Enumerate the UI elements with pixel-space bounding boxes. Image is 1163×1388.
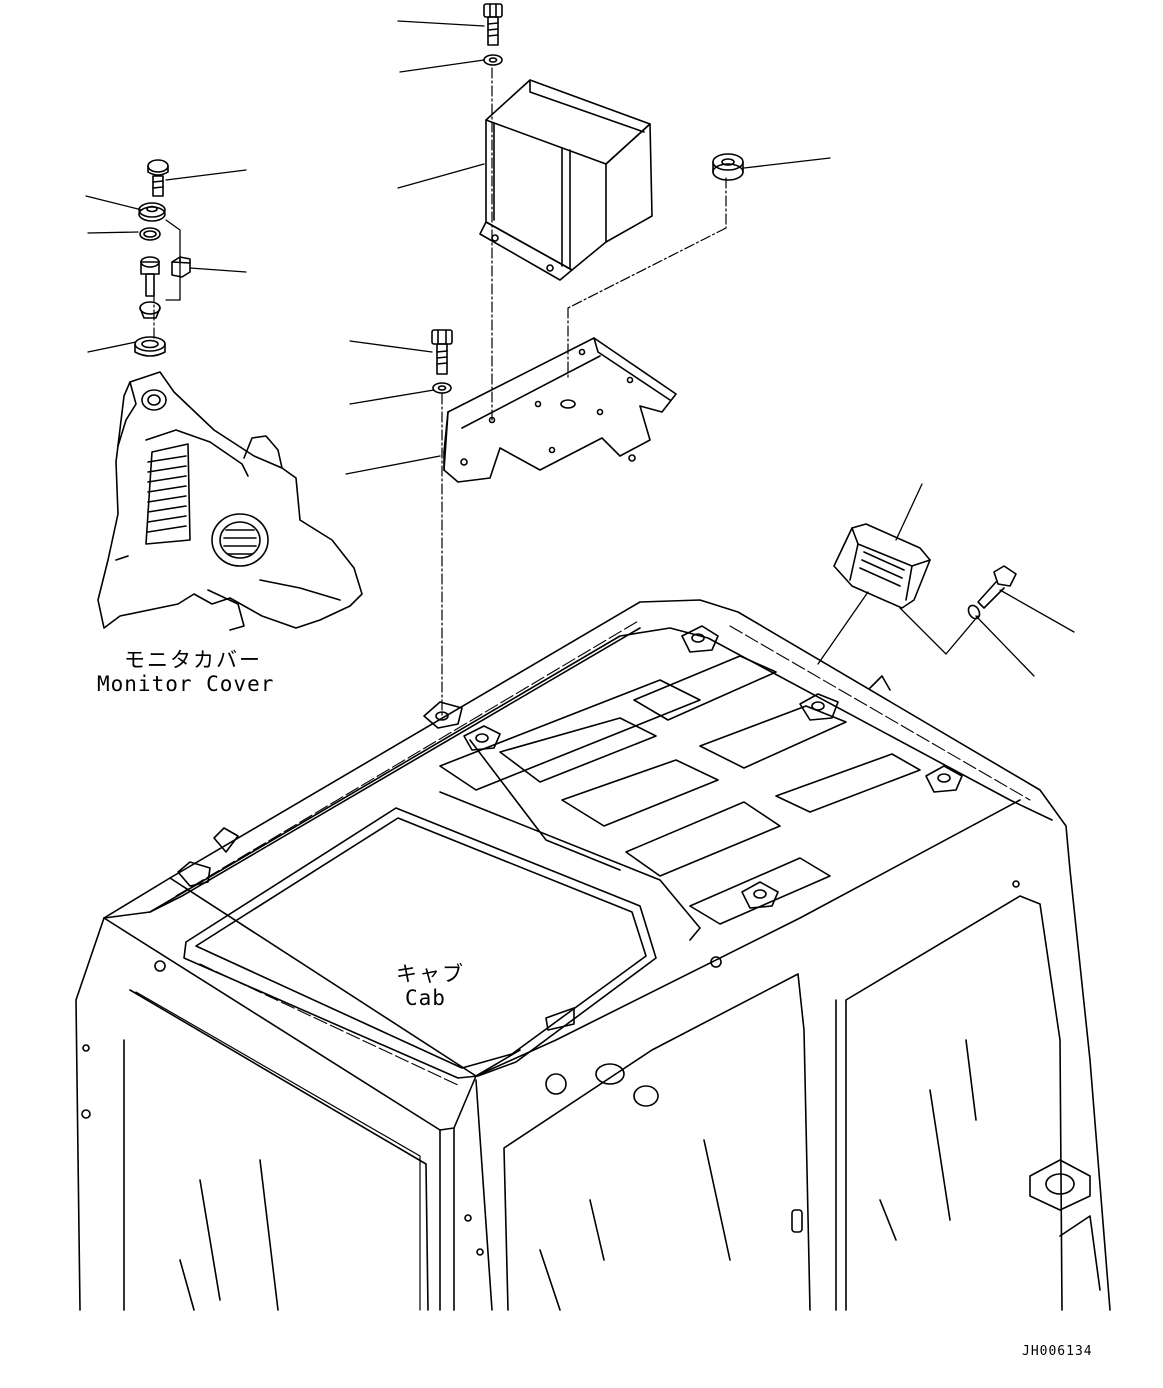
alignment-lines: [153, 67, 727, 717]
cab-label-en: Cab: [405, 986, 446, 1010]
cover-grommet-icon: [134, 336, 166, 357]
top-washer-icon: [483, 54, 503, 66]
monitor-cover-label-en: Monitor Cover: [97, 672, 275, 696]
document-id: JH006134: [1022, 1344, 1093, 1359]
cab-label-jp: キャブ: [396, 962, 465, 986]
screw-icon: [147, 159, 169, 197]
monitor-cover-label-jp: モニタカバー: [124, 648, 262, 672]
mounting-bracket-icon: [443, 337, 677, 483]
cab-icon: [75, 599, 1111, 1311]
monitor-cover-icon: [97, 371, 363, 631]
bracket-washer-icon: [432, 382, 452, 394]
o-ring-icon: [139, 227, 161, 241]
cab-mount-pads: [423, 625, 963, 909]
work-lamp-icon: [833, 523, 931, 609]
flange-washer-icon: [138, 202, 166, 222]
box-cover-icon: [479, 79, 653, 281]
grommet-icon: [712, 153, 744, 181]
lamp-washer-icon: [967, 604, 981, 620]
connector-lines: [165, 219, 979, 665]
nut-icon: [171, 256, 191, 278]
bracket-bolt-icon: [431, 329, 453, 375]
leader-lines: [85, 20, 1075, 677]
top-bolt-icon: [483, 3, 503, 46]
stud-icon: [139, 256, 161, 319]
lamp-bolt-icon: [977, 565, 1017, 609]
